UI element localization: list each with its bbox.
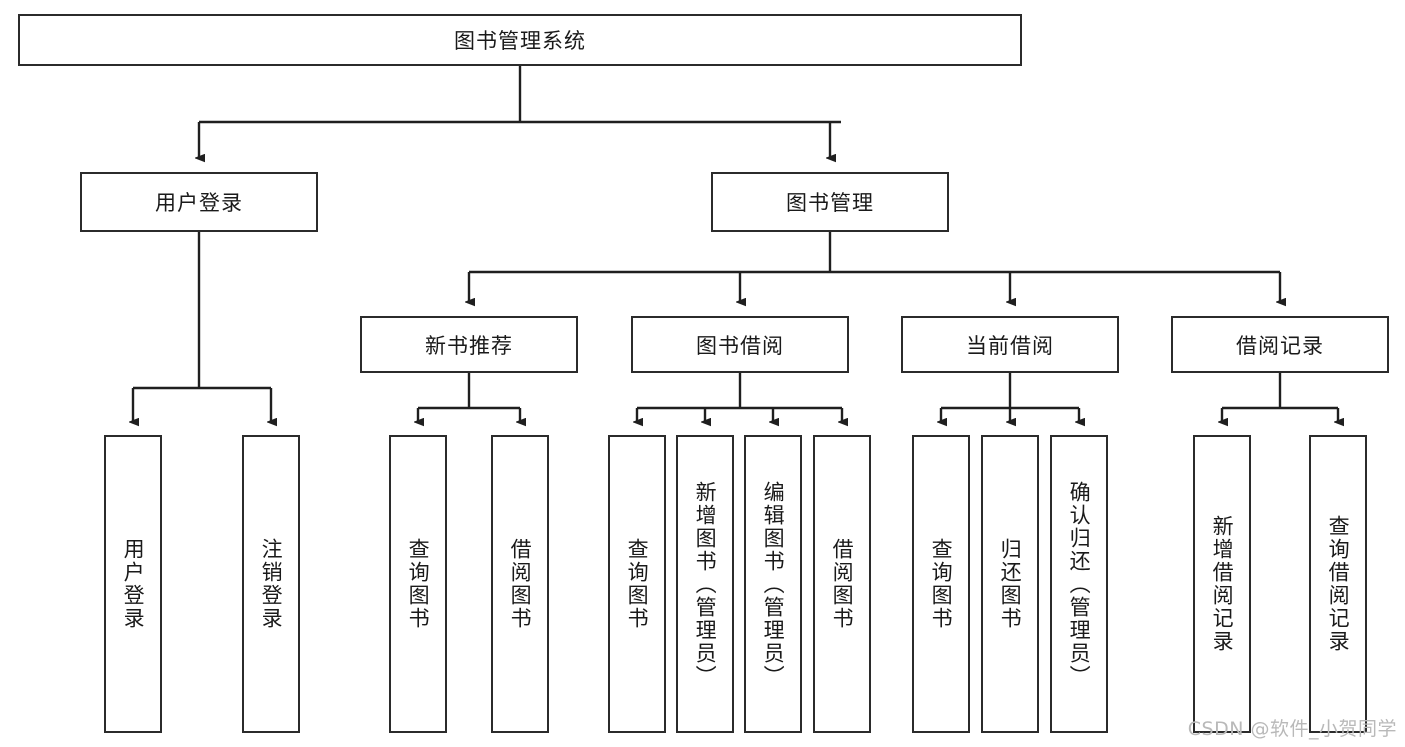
leaf-borrow-query-book[interactable]: 查询图书 [608,435,666,733]
node-current-borrow[interactable]: 当前借阅 [901,316,1119,373]
leaf-user-login-logout[interactable]: 注销登录 [242,435,300,733]
node-label: 新增图书（管理员） [693,480,718,688]
node-label: 用户登录 [121,538,146,630]
node-label: 借阅记录 [1236,333,1324,358]
leaf-new-book-borrow[interactable]: 借阅图书 [491,435,549,733]
leaf-record-query-record[interactable]: 查询借阅记录 [1309,435,1367,733]
leaf-current-confirm-return-admin[interactable]: 确认归还（管理员） [1050,435,1108,733]
node-label: 查询图书 [406,538,431,630]
node-label: 借阅图书 [830,538,855,630]
watermark-text: CSDN @软件_小贺同学 [1187,718,1397,740]
node-label: 查询图书 [929,538,954,630]
node-label: 用户登录 [155,191,243,215]
node-book-borrow[interactable]: 图书借阅 [631,316,849,373]
node-label: 图书借阅 [696,333,784,358]
leaf-borrow-borrow-book[interactable]: 借阅图书 [813,435,871,733]
node-book-management[interactable]: 图书管理 [711,172,949,232]
leaf-borrow-add-book-admin[interactable]: 新增图书（管理员） [676,435,734,733]
leaf-new-book-query[interactable]: 查询图书 [389,435,447,733]
node-borrow-record[interactable]: 借阅记录 [1171,316,1389,373]
leaf-current-query-book[interactable]: 查询图书 [912,435,970,733]
node-new-book-recommend[interactable]: 新书推荐 [360,316,578,373]
node-label: 编辑图书（管理员） [761,480,786,688]
node-label: 当前借阅 [966,333,1054,358]
leaf-record-add-record[interactable]: 新增借阅记录 [1193,435,1251,733]
node-root-book-management-system[interactable]: 图书管理系统 [18,14,1022,66]
node-label: 确认归还（管理员） [1067,480,1092,688]
node-label: 借阅图书 [508,538,533,630]
node-label: 查询借阅记录 [1326,515,1351,653]
node-label: 注销登录 [259,538,284,630]
leaf-borrow-edit-book-admin[interactable]: 编辑图书（管理员） [744,435,802,733]
node-label: 归还图书 [998,538,1023,630]
node-label: 新书推荐 [425,333,513,358]
node-label: 新增借阅记录 [1210,515,1235,653]
leaf-current-return-book[interactable]: 归还图书 [981,435,1039,733]
leaf-user-login-login[interactable]: 用户登录 [104,435,162,733]
node-user-login[interactable]: 用户登录 [80,172,318,232]
node-label: 查询图书 [625,538,650,630]
node-label: 图书管理系统 [454,29,586,53]
node-label: 图书管理 [786,191,874,215]
